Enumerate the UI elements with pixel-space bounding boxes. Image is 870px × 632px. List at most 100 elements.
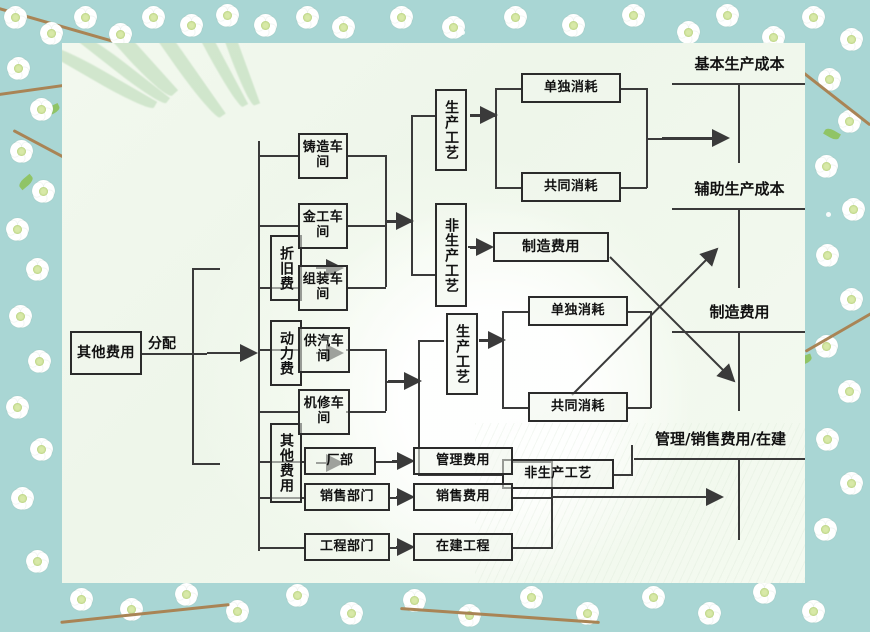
t-account-title: 管理/销售费用/在建 — [655, 430, 786, 448]
connector — [411, 115, 435, 117]
connector — [512, 497, 551, 499]
box-label: 共同消耗 — [543, 178, 598, 194]
box-aux-production-process[interactable]: 生产工艺 — [446, 313, 478, 395]
box-label: 其他费用 — [278, 433, 295, 493]
connector — [346, 349, 386, 351]
box-manufacturing-expense[interactable]: 制造费用 — [493, 232, 609, 262]
connector — [621, 187, 647, 189]
box-label: 生产工艺 — [443, 100, 460, 160]
connector — [346, 225, 386, 227]
box-label: 单独消耗 — [543, 79, 598, 95]
connector — [551, 461, 553, 549]
connector — [418, 474, 502, 476]
box-label: 金工车间 — [302, 210, 344, 240]
connector — [621, 88, 647, 90]
connector — [258, 141, 260, 551]
box-source-other-expense[interactable]: 其他费用 — [70, 331, 142, 375]
connector — [258, 155, 298, 157]
box-label: 销售费用 — [435, 488, 490, 504]
connector — [613, 474, 633, 476]
box-aux-common-consumption[interactable]: 共同消耗 — [528, 392, 628, 422]
t-account-stem — [738, 208, 740, 288]
connector — [258, 411, 298, 413]
t-account-stem — [738, 83, 740, 163]
connector — [411, 115, 413, 275]
t-account-stem — [738, 458, 740, 540]
connector — [502, 311, 504, 408]
box-label: 管理费用 — [435, 452, 490, 468]
box-steam-workshop[interactable]: 供汽车间 — [298, 327, 350, 373]
box-label: 供汽车间 — [303, 334, 345, 364]
connector — [650, 311, 652, 408]
box-aux-separate-consumption[interactable]: 单独消耗 — [528, 296, 628, 326]
edge-label-allocate: 分配 — [148, 336, 176, 352]
connector — [495, 88, 521, 90]
box-label: 制造费用 — [522, 238, 580, 255]
box-other-fee[interactable]: 其他费用 — [270, 423, 302, 503]
box-basic-production-process[interactable]: 生产工艺 — [435, 89, 467, 171]
box-label: 共同消耗 — [550, 398, 605, 414]
box-selling-expense[interactable]: 销售费用 — [413, 483, 513, 511]
box-assembly-workshop[interactable]: 组装车间 — [298, 265, 348, 311]
box-construction-in-progress[interactable]: 在建工程 — [413, 533, 513, 561]
box-label: 组装车间 — [302, 272, 344, 302]
connector — [192, 268, 194, 463]
box-label: 机修车间 — [303, 396, 345, 426]
t-account-bar — [634, 458, 805, 460]
box-casting-workshop[interactable]: 铸造车间 — [298, 133, 348, 179]
t-account-title: 制造费用 — [709, 303, 770, 321]
box-basic-nonproduction-process[interactable]: 非生产工艺 — [435, 203, 467, 307]
diagram-panel: 其他费用 分配 折旧费 动力费 其他费用 铸造车间 金工车间 组装车间 供汽车间… — [62, 43, 805, 583]
connector — [346, 287, 386, 289]
box-repair-workshop[interactable]: 机修车间 — [298, 389, 350, 435]
flowchart: 其他费用 分配 折旧费 动力费 其他费用 铸造车间 金工车间 组装车间 供汽车间… — [62, 43, 805, 583]
connector — [385, 349, 387, 411]
connector — [502, 407, 528, 409]
connector — [376, 461, 398, 463]
box-depreciation-fee[interactable]: 折旧费 — [270, 235, 302, 301]
box-label: 销售部门 — [319, 488, 374, 504]
connector — [258, 547, 304, 549]
t-account-manufacturing-overhead[interactable]: 制造费用 — [672, 301, 805, 411]
t-account-auxiliary-production-cost[interactable]: 辅助生产成本 — [672, 178, 805, 288]
t-account-stem — [738, 331, 740, 411]
box-label: 厂部 — [326, 452, 354, 468]
connector — [495, 88, 497, 188]
connector — [502, 311, 528, 313]
box-plant-department[interactable]: 厂部 — [304, 447, 376, 475]
connector — [346, 155, 386, 157]
connector — [346, 411, 386, 413]
connector — [411, 274, 435, 276]
box-basic-separate-consumption[interactable]: 单独消耗 — [521, 73, 621, 103]
connector — [192, 463, 220, 465]
box-aux-nonproduction-process[interactable]: 非生产工艺 — [502, 459, 614, 489]
t-account-title: 辅助生产成本 — [694, 180, 785, 198]
box-label: 单独消耗 — [550, 302, 605, 318]
box-label: 生产工艺 — [454, 324, 471, 384]
box-label: 工程部门 — [319, 538, 374, 554]
connector — [418, 340, 444, 342]
connector — [631, 445, 633, 475]
box-label: 其他费用 — [77, 344, 135, 361]
box-label: 非生产工艺 — [443, 217, 460, 293]
box-sales-department[interactable]: 销售部门 — [304, 483, 390, 511]
box-label: 动力费 — [278, 330, 295, 376]
box-label: 在建工程 — [435, 538, 490, 554]
connector — [495, 187, 521, 189]
connector — [512, 547, 552, 549]
connector — [627, 407, 651, 409]
box-admin-expense[interactable]: 管理费用 — [413, 447, 513, 475]
t-account-title: 基本生产成本 — [694, 55, 785, 73]
box-engineering-department[interactable]: 工程部门 — [304, 533, 390, 561]
box-machining-workshop[interactable]: 金工车间 — [298, 203, 348, 249]
connector — [418, 340, 420, 475]
box-label: 非生产工艺 — [524, 465, 592, 481]
hatch-watermark — [475, 423, 805, 583]
connector — [192, 268, 220, 270]
branch-decor — [400, 607, 600, 624]
t-account-admin-selling-cip[interactable]: 管理/销售费用/在建 — [634, 428, 805, 540]
t-account-basic-production-cost[interactable]: 基本生产成本 — [672, 53, 805, 163]
box-basic-common-consumption[interactable]: 共同消耗 — [521, 172, 621, 202]
box-label: 折旧费 — [278, 245, 295, 291]
connector — [627, 311, 651, 313]
